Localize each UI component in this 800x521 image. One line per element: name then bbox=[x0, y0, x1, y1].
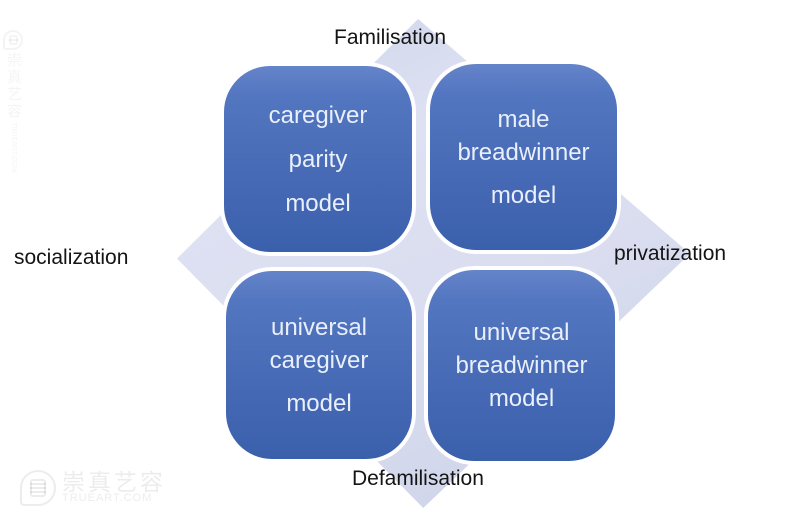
quadrant-label-line: caregiver bbox=[268, 101, 368, 129]
axis-label-familisation: Familisation bbox=[334, 26, 447, 49]
watermark-cn-text: 崇真艺容 bbox=[62, 469, 166, 495]
axis-label-privatization: privatization bbox=[614, 242, 727, 265]
watermark-cn-text: 崇真艺容 bbox=[5, 52, 22, 120]
quadrant-label-line: universal caregiver bbox=[269, 313, 369, 374]
quadrant-universal-breadwinner-model: universal breadwinner model bbox=[428, 270, 615, 461]
watermark-en-text: TRUEART.COM bbox=[10, 122, 17, 173]
axis-label-defamilisation: Defamilisation bbox=[352, 467, 484, 490]
quadrant-label-line: model bbox=[285, 189, 351, 217]
quadrant-label-line: male breadwinner bbox=[457, 105, 590, 166]
trueart-logo-icon bbox=[3, 30, 23, 50]
quadrant-label: universal caregiver model bbox=[240, 311, 399, 420]
quadrant-label-line: universal breadwinner model bbox=[455, 319, 588, 412]
quadrant-male-breadwinner-model: male breadwinner model bbox=[430, 64, 617, 250]
quadrant-label-line: model bbox=[490, 181, 557, 209]
watermark-vertical: 崇真艺容 TRUEART.COM bbox=[3, 30, 23, 172]
quadrant-label-line: parity bbox=[288, 145, 348, 173]
quadrant-label: male breadwinner model bbox=[444, 103, 603, 212]
quadrant-universal-caregiver-model: universal caregiver model bbox=[226, 271, 412, 459]
quadrant-label: caregiver parity model bbox=[239, 99, 398, 220]
trueart-logo-icon bbox=[20, 470, 56, 506]
watermark-horizontal: 崇真艺容 TRUEART.COM bbox=[20, 470, 166, 506]
quadrant-label-line: model bbox=[286, 389, 352, 417]
quadrant-caregiver-parity-model: caregiver parity model bbox=[224, 66, 412, 252]
quadrant-label: universal breadwinner model bbox=[442, 316, 601, 415]
watermark-en-text: TRUEART.COM bbox=[62, 492, 153, 504]
axis-label-socialization: socialization bbox=[14, 246, 129, 269]
